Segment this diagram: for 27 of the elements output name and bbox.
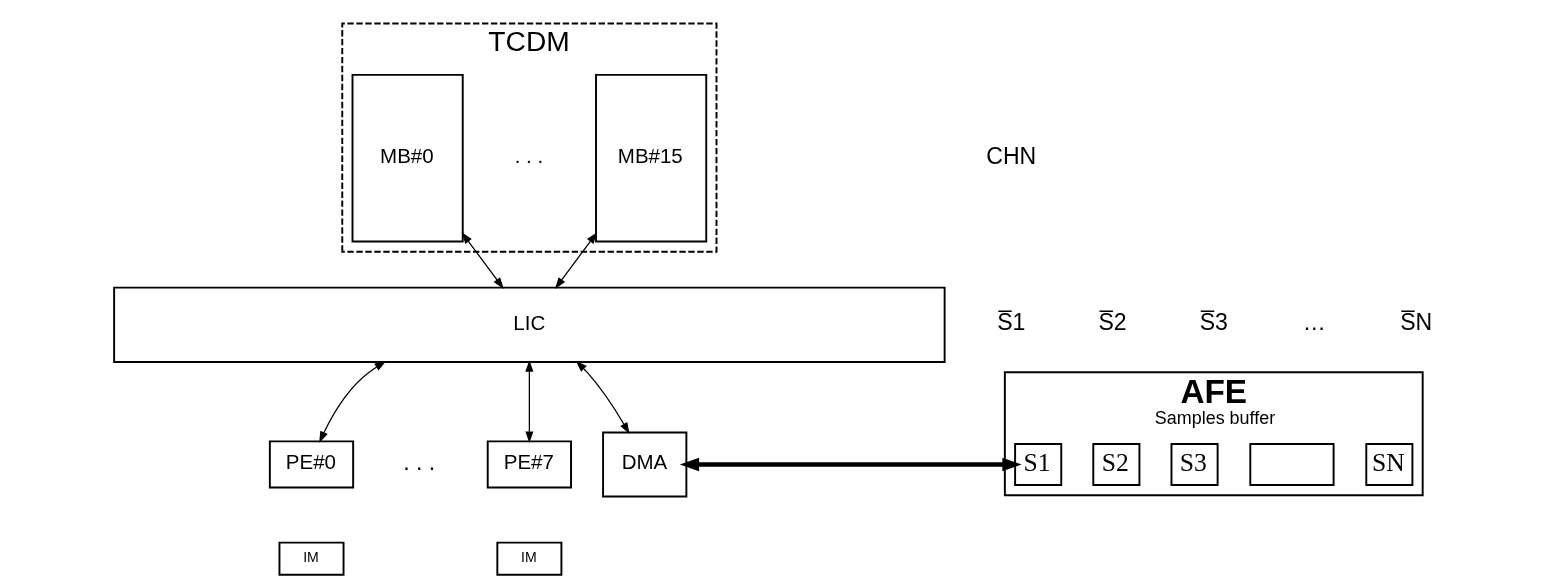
- arrow: [575, 360, 630, 434]
- node-box: MB#0: [351, 73, 464, 243]
- label: S̅3: [1199, 309, 1228, 336]
- arrow: [679, 457, 1022, 472]
- node-box: S2: [1091, 443, 1140, 486]
- node-box: IM: [495, 541, 562, 576]
- label: S̅N: [1399, 309, 1432, 336]
- arrow: [554, 232, 597, 289]
- label: . . .: [514, 144, 543, 168]
- label: CHN: [985, 142, 1036, 169]
- node-box: DMA: [601, 431, 687, 498]
- node-box: S3: [1170, 443, 1219, 486]
- node-box: [1248, 443, 1335, 486]
- node-box: LIC: [112, 286, 946, 363]
- label: S̅1: [996, 309, 1025, 336]
- label: S̅2: [1097, 309, 1127, 336]
- node-box: SN: [1364, 443, 1413, 486]
- label: . . .: [402, 449, 435, 476]
- node-box: S1: [1013, 443, 1062, 486]
- label: …: [1302, 309, 1326, 336]
- arrow: [318, 361, 386, 443]
- node-box: PE#7: [486, 440, 572, 489]
- node-box: MB#15: [594, 73, 707, 243]
- node-box: PE#0: [268, 440, 354, 489]
- node-box: IM: [278, 541, 344, 576]
- arrow: [524, 360, 533, 444]
- arrow: [461, 232, 504, 289]
